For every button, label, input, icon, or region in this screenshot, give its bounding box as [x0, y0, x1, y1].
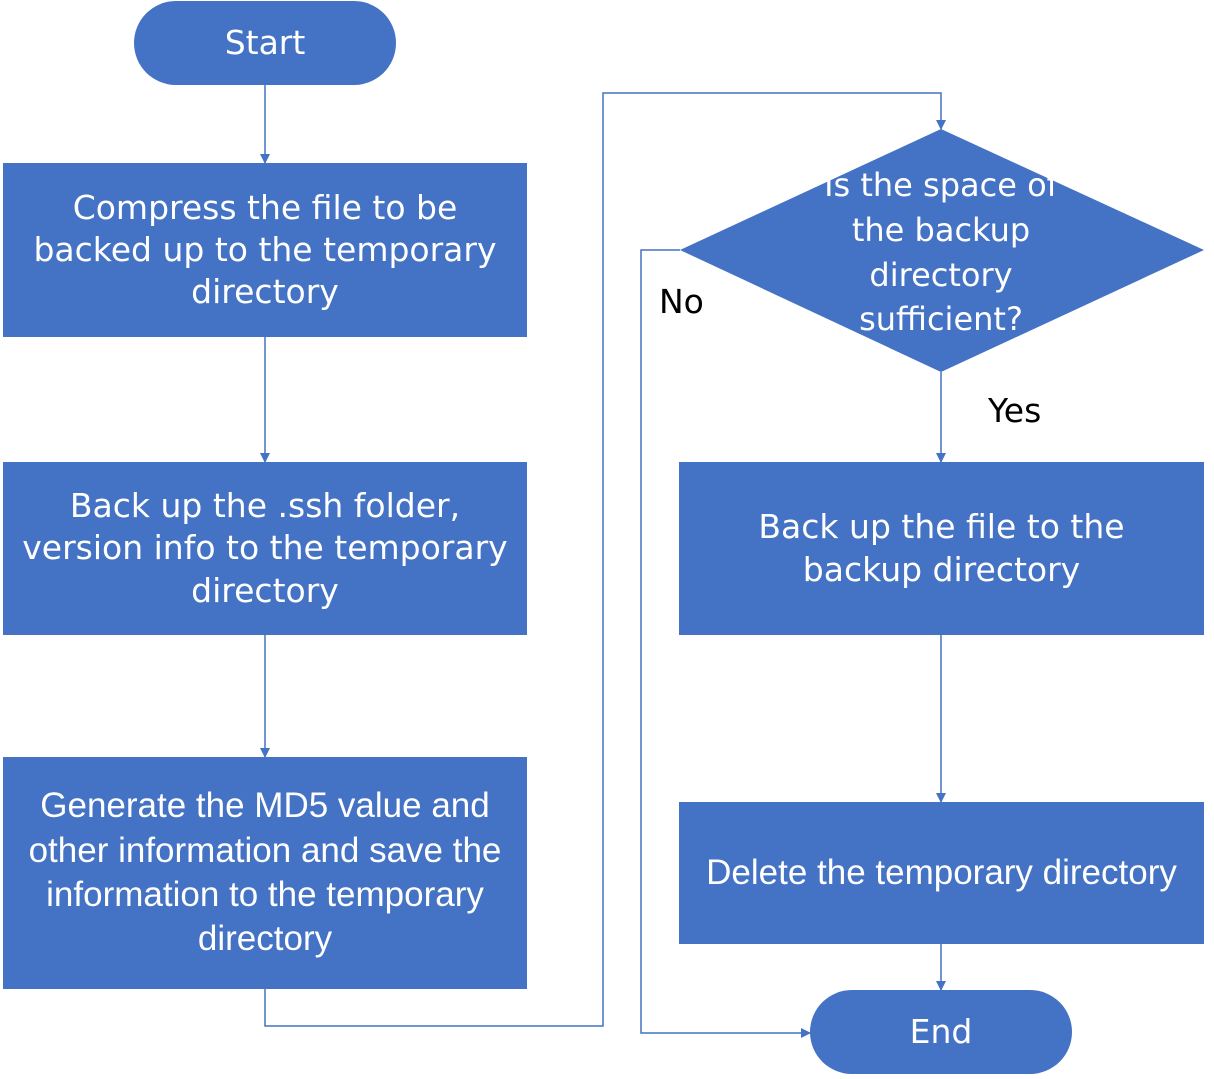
no-label: No — [659, 282, 704, 321]
backup-ssh-label: Back up the .ssh folder, version info to… — [22, 486, 508, 610]
yes-label: Yes — [988, 391, 1042, 430]
decision-label: Is the space of the backup directory suf… — [824, 166, 1058, 339]
compress-step: Compress the file to be backed up to the… — [3, 163, 527, 337]
start-node: Start — [134, 1, 396, 85]
end-node: End — [810, 990, 1072, 1074]
backup-file-label: Back up the file to the backup directory — [758, 507, 1125, 589]
compress-label: Compress the file to be backed up to the… — [33, 187, 497, 312]
generate-md5-step: Generate the MD5 value and other informa… — [3, 757, 527, 989]
decision-diamond — [680, 129, 1204, 372]
end-label: End — [909, 1011, 973, 1051]
edge-md5-to-decision — [264, 92, 946, 1027]
backup-ssh-step: Back up the .ssh folder, version info to… — [3, 462, 527, 635]
edge-decision-to-end — [640, 249, 811, 1038]
delete-temp-step: Delete the temporary directory — [679, 802, 1204, 944]
start-label: Start — [224, 22, 306, 62]
generate-md5-label: Generate the MD5 value and other informa… — [28, 786, 502, 959]
backup-file-step: Back up the file to the backup directory — [679, 462, 1204, 635]
delete-temp-label: Delete the temporary directory — [706, 852, 1177, 892]
